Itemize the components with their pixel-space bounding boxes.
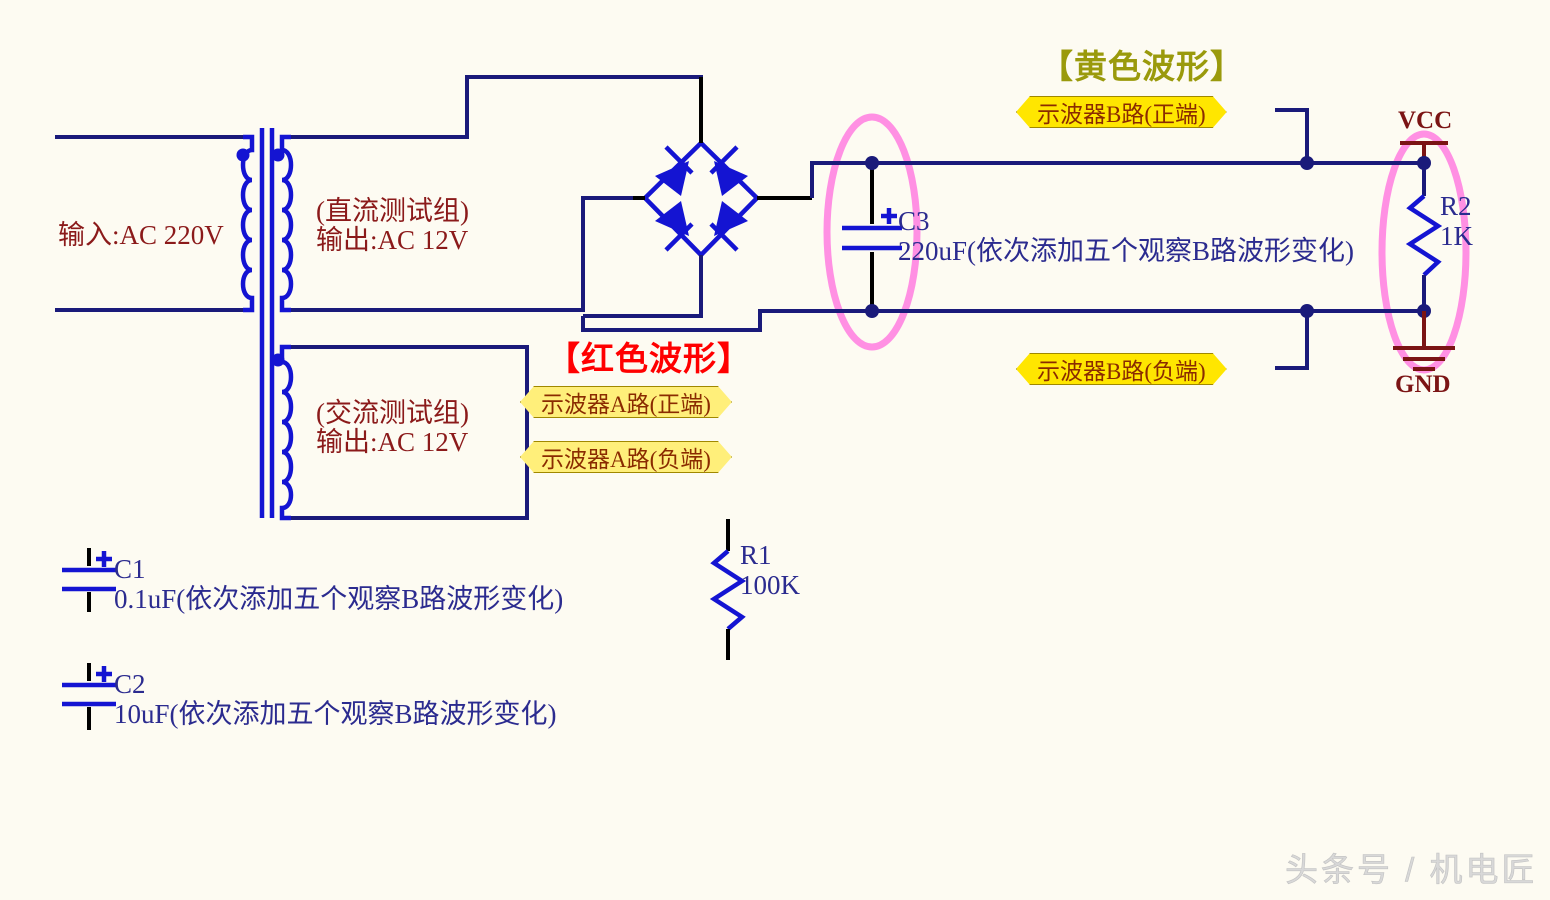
probe-flag-b-negative[interactable]: 示波器B路(负端) <box>1016 353 1227 385</box>
ac-test-group-label-line2: 输出:AC 12V <box>316 427 469 457</box>
c1-ref-label: C1 <box>114 554 146 584</box>
input-voltage-label: 输入:AC 220V <box>58 220 224 250</box>
r2-value-label: 1K <box>1440 221 1473 251</box>
gnd-node <box>1393 311 1455 371</box>
r1-value-label: 100K <box>740 570 800 600</box>
probe-flag-b-positive-label: 示波器B路(正端) <box>1037 102 1206 127</box>
probe-flag-a-positive-label: 示波器A路(正端) <box>541 392 711 417</box>
resistor-r1 <box>709 519 747 660</box>
probe-flag-a-negative[interactable]: 示波器A路(负端) <box>520 441 732 473</box>
capacitor-c2 <box>62 663 116 730</box>
r1-ref-label: R1 <box>740 540 772 570</box>
c3-ref-label: C3 <box>898 206 930 236</box>
watermark: 头条号 / 机电匠 <box>1285 851 1538 889</box>
vcc-label: VCC <box>1398 107 1453 134</box>
probe-flag-b-positive[interactable]: 示波器B路(正端) <box>1016 96 1227 128</box>
resistor-r2 <box>1405 163 1443 318</box>
dc-output-rails <box>581 161 1424 332</box>
probe-flag-a-negative-label: 示波器A路(负端) <box>541 447 711 472</box>
ac-test-group-loop <box>291 345 529 520</box>
red-waveform-header: 【红色波形】 <box>547 342 751 378</box>
probe-flag-a-positive[interactable]: 示波器A路(正端) <box>520 386 732 418</box>
ac-test-group-label-line1: (交流测试组) <box>316 398 469 428</box>
dc-test-group-label-line2: 输出:AC 12V <box>316 225 469 255</box>
c1-value-label: 0.1uF(依次添加五个观察B路波形变化) <box>114 584 564 614</box>
ac-input-wires <box>55 135 243 312</box>
probe-b-negative-wire <box>1275 304 1314 370</box>
dc-test-group-label-line1: (直流测试组) <box>316 196 469 226</box>
probe-b-positive-wire <box>1275 108 1314 170</box>
yellow-waveform-header: 【黄色波形】 <box>1040 50 1244 86</box>
c2-ref-label: C2 <box>114 669 146 699</box>
capacitor-c3 <box>842 156 902 318</box>
bridge-rectifier <box>633 77 812 316</box>
r2-ref-label: R2 <box>1440 191 1472 221</box>
capacitor-c1 <box>62 548 116 612</box>
transformer <box>236 128 294 521</box>
gnd-label: GND <box>1395 371 1451 398</box>
c2-value-label: 10uF(依次添加五个观察B路波形变化) <box>114 699 557 729</box>
probe-flag-b-negative-label: 示波器B路(负端) <box>1037 359 1206 384</box>
dc-secondary-to-bridge-wires <box>291 75 703 312</box>
highlight-ellipse-c3 <box>823 113 921 351</box>
c3-value-label: 220uF(依次添加五个观察B路波形变化) <box>898 236 1355 266</box>
